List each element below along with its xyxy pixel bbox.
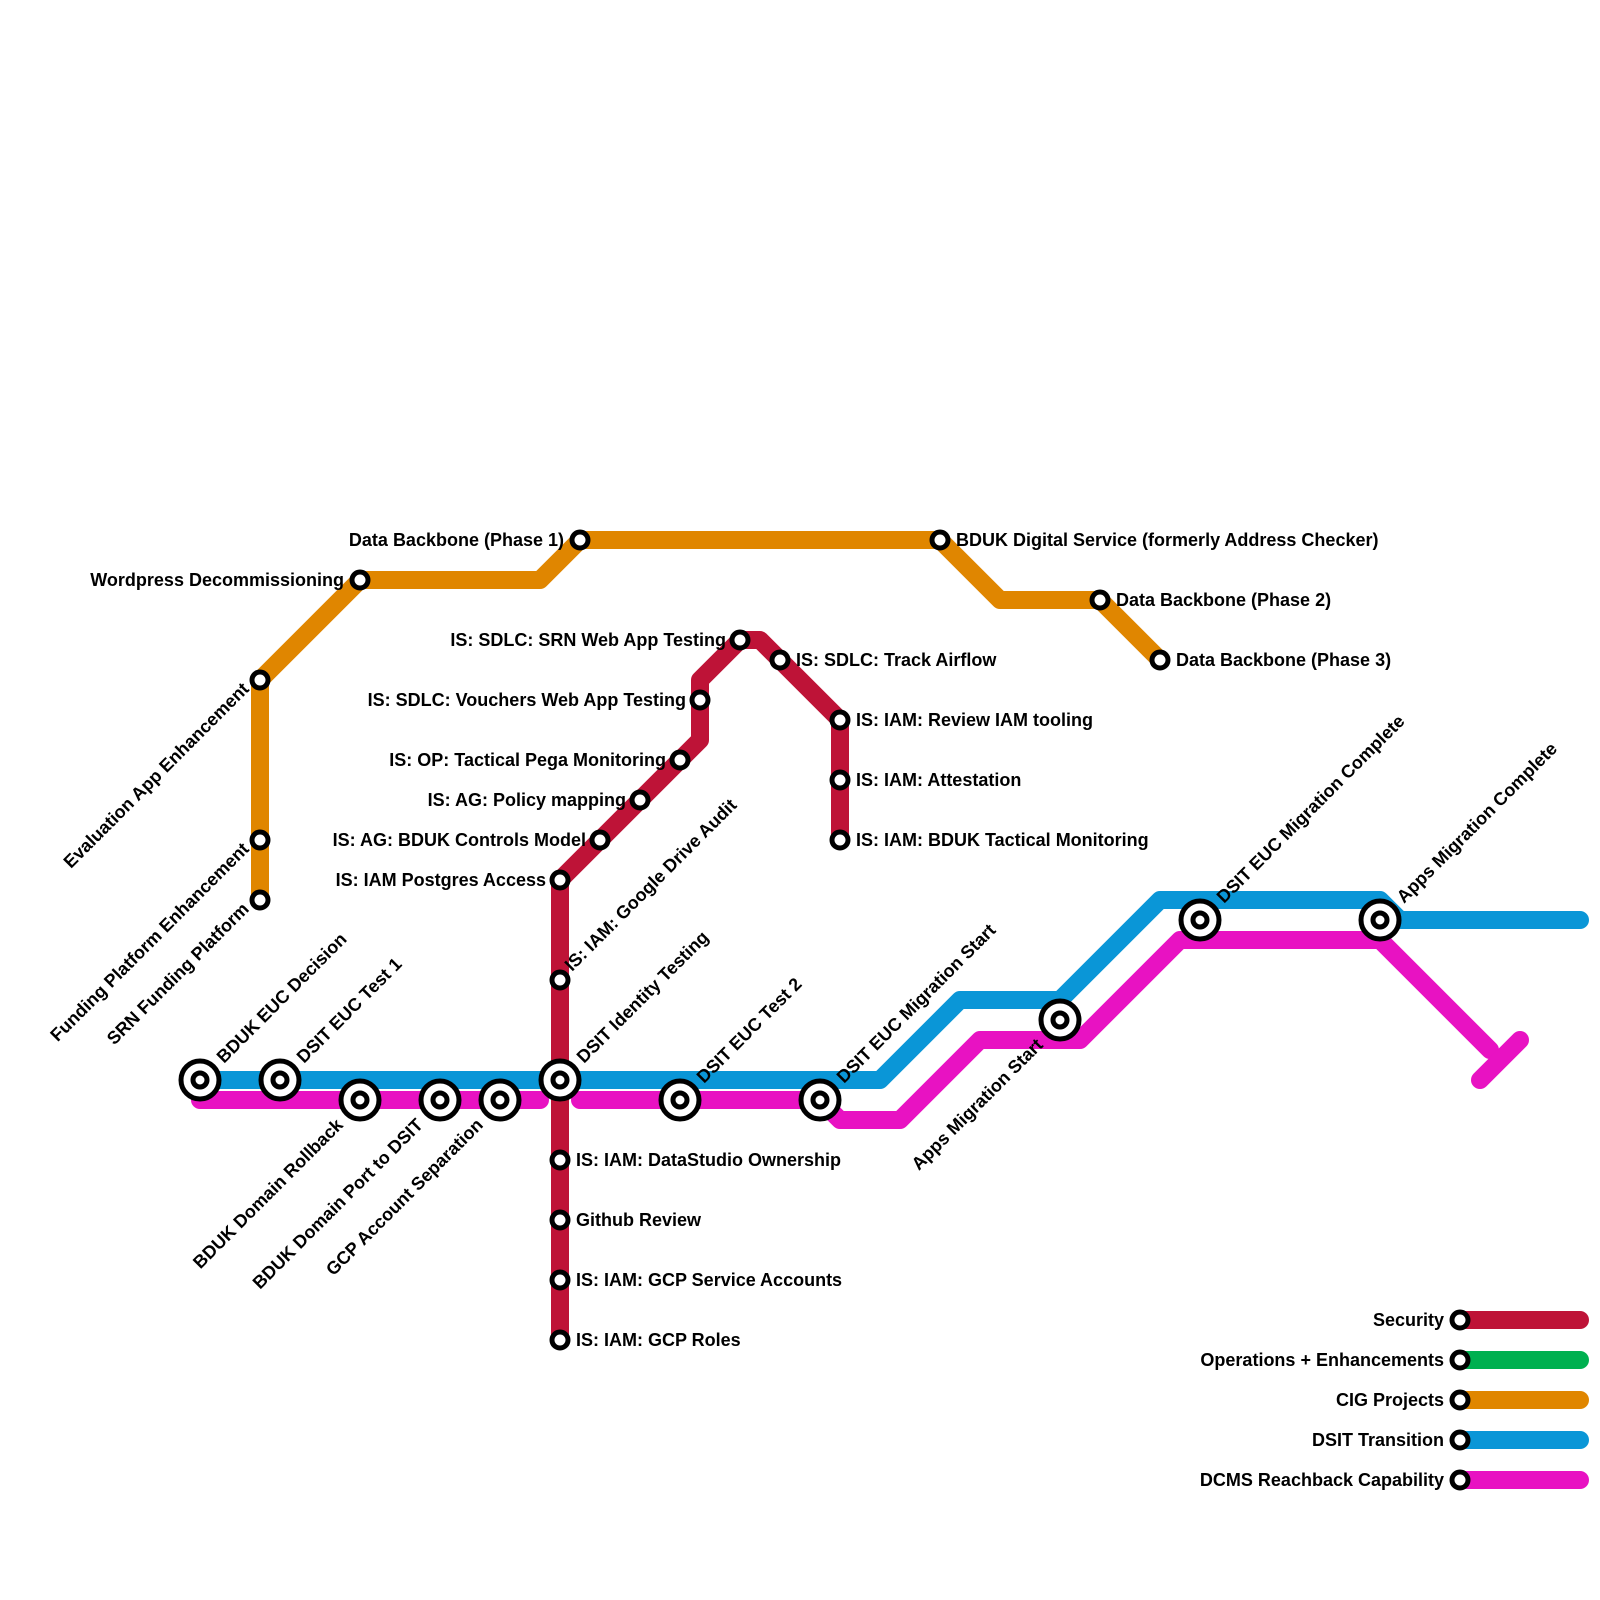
station-dsit-euc-test2[interactable] <box>658 1078 702 1122</box>
dcms-line-east <box>571 931 1499 1129</box>
label-gcp-service-accounts: IS: IAM: GCP Service Accounts <box>576 1270 842 1290</box>
legend-item-security: Security <box>1373 1309 1589 1331</box>
station-gcp-roles[interactable] <box>549 1329 571 1351</box>
station-dsit-euc-migration-complete[interactable] <box>1178 898 1222 942</box>
station-bduk-digital-service[interactable] <box>929 529 951 551</box>
legend-item-operations: Operations + Enhancements <box>1200 1349 1589 1371</box>
station-github-review[interactable] <box>549 1209 571 1231</box>
station-google-drive-audit[interactable] <box>549 969 571 991</box>
label-attestation: IS: IAM: Attestation <box>856 770 1021 790</box>
label-policy-mapping: IS: AG: Policy mapping <box>428 790 626 810</box>
label-apps-migration-complete: Apps Migration Complete <box>1393 739 1561 907</box>
station-bduk-controls[interactable] <box>589 829 611 851</box>
label-wordpress-decom: Wordpress Decommissioning <box>90 570 344 590</box>
station-vouchers-web-app[interactable] <box>689 689 711 711</box>
station-srn-web-app[interactable] <box>729 629 751 651</box>
station-track-airflow[interactable] <box>769 649 791 671</box>
label-track-airflow: IS: SDLC: Track Airflow <box>796 650 997 670</box>
station-funding-platform[interactable] <box>249 829 271 851</box>
label-bduk-controls: IS: AG: BDUK Controls Model <box>333 830 586 850</box>
station-bduk-euc-decision[interactable] <box>178 1058 222 1102</box>
label-gcp-roles: IS: IAM: GCP Roles <box>576 1330 741 1350</box>
label-review-iam: IS: IAM: Review IAM tooling <box>856 710 1093 730</box>
station-data-backbone-3[interactable] <box>1149 649 1171 671</box>
station-bduk-tactical[interactable] <box>829 829 851 851</box>
station-gcp-service-accounts[interactable] <box>549 1269 571 1291</box>
station-evaluation-app[interactable] <box>249 669 271 691</box>
station-dsit-euc-migration-start[interactable] <box>798 1078 842 1122</box>
station-attestation[interactable] <box>829 769 851 791</box>
legend-label: DCMS Reachback Capability <box>1200 1470 1444 1490</box>
label-apps-migration-start: Apps Migration Start <box>908 1035 1047 1174</box>
station-datastudio[interactable] <box>549 1149 571 1171</box>
label-bduk-domain-rollback: BDUK Domain Rollback <box>189 1114 347 1272</box>
label-data-backbone-2: Data Backbone (Phase 2) <box>1116 590 1331 610</box>
label-evaluation-app: Evaluation App Enhancement <box>60 679 253 872</box>
label-github-review: Github Review <box>576 1210 702 1230</box>
station-pega-monitoring[interactable] <box>669 749 691 771</box>
station-apps-migration-start[interactable] <box>1038 998 1082 1042</box>
station-review-iam[interactable] <box>829 709 851 731</box>
legend-label: CIG Projects <box>1336 1390 1444 1410</box>
legend-label: DSIT Transition <box>1312 1430 1444 1450</box>
legend-item-cig: CIG Projects <box>1336 1389 1589 1411</box>
station-bduk-domain-rollback[interactable] <box>338 1078 382 1122</box>
station-dsit-euc-test1[interactable] <box>258 1058 302 1102</box>
label-dsit-euc-migration-complete: DSIT EUC Migration Complete <box>1213 711 1409 907</box>
station-data-backbone-1[interactable] <box>569 529 591 551</box>
label-dsit-euc-test2: DSIT EUC Test 2 <box>693 974 806 1087</box>
station-data-backbone-2[interactable] <box>1089 589 1111 611</box>
label-bduk-euc-decision: BDUK EUC Decision <box>213 929 351 1067</box>
station-srn-funding[interactable] <box>249 889 271 911</box>
legend-label: Operations + Enhancements <box>1200 1350 1444 1370</box>
legend: Security Operations + Enhancements CIG P… <box>1200 1309 1589 1491</box>
legend-label: Security <box>1373 1310 1444 1330</box>
label-bduk-digital-service: BDUK Digital Service (formerly Address C… <box>956 530 1378 550</box>
label-vouchers-web-app: IS: SDLC: Vouchers Web App Testing <box>368 690 686 710</box>
label-data-backbone-3: Data Backbone (Phase 3) <box>1176 650 1391 670</box>
label-data-backbone-1: Data Backbone (Phase 1) <box>349 530 564 550</box>
legend-item-dcms: DCMS Reachback Capability <box>1200 1469 1589 1491</box>
station-apps-migration-complete[interactable] <box>1358 898 1402 942</box>
legend-item-dsit: DSIT Transition <box>1312 1429 1589 1451</box>
station-gcp-account-sep[interactable] <box>478 1078 522 1122</box>
label-pega-monitoring: IS: OP: Tactical Pega Monitoring <box>389 750 666 770</box>
stations <box>178 529 1402 1351</box>
security-line-main <box>551 631 849 1349</box>
station-wordpress-decom[interactable] <box>349 569 371 591</box>
label-datastudio: IS: IAM: DataStudio Ownership <box>576 1150 841 1170</box>
dcms-line-terminus <box>1471 1031 1529 1089</box>
station-postgres-access[interactable] <box>549 869 571 891</box>
label-srn-web-app: IS: SDLC: SRN Web App Testing <box>450 630 726 650</box>
label-bduk-tactical: IS: IAM: BDUK Tactical Monitoring <box>856 830 1149 850</box>
label-google-drive-audit: IS: IAM: Google Drive Audit <box>561 795 741 975</box>
station-bduk-domain-port[interactable] <box>418 1078 462 1122</box>
label-postgres-access: IS: IAM Postgres Access <box>336 870 546 890</box>
station-policy-mapping[interactable] <box>629 789 651 811</box>
station-dsit-identity[interactable] <box>538 1058 582 1102</box>
